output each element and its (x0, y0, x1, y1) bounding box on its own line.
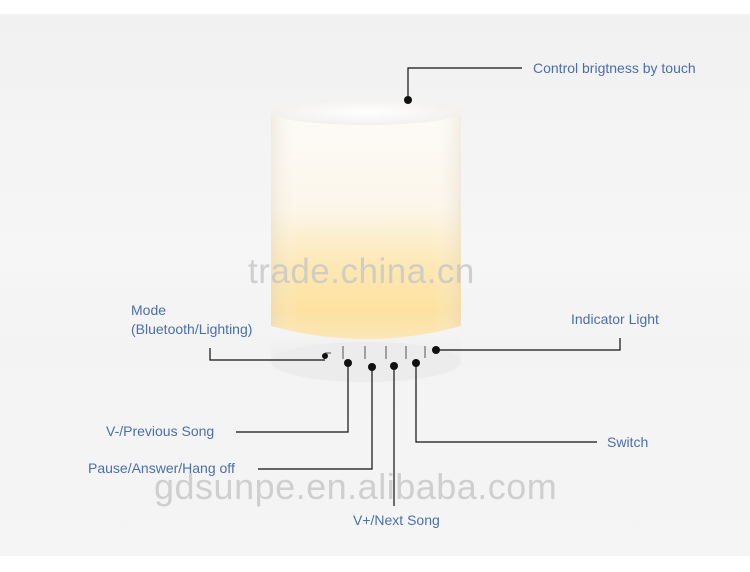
button-slits (325, 346, 426, 359)
leader-pause (258, 368, 373, 470)
lamp-body (271, 99, 461, 339)
label-touch: Control brigtness by touch (533, 60, 696, 76)
label-pause: Pause/Answer/Hang off (88, 460, 235, 476)
watermark-bottom: gdsunpe.en.alibaba.com (154, 466, 558, 507)
leader-switch (415, 364, 597, 443)
dot-volume-up (390, 362, 398, 370)
label-switch: Switch (607, 434, 649, 450)
dot-pause (368, 363, 376, 371)
leader-mode (209, 348, 325, 361)
dot-switch (412, 359, 420, 367)
leader-indicator (436, 338, 621, 351)
dot-mode (322, 353, 328, 359)
leader-dots (322, 96, 440, 371)
dot-indicator (432, 346, 440, 354)
leader-touch (407, 67, 522, 100)
label-volume-down: V-/Previous Song (106, 423, 215, 439)
dot-volume-down (344, 359, 352, 367)
label-volume-up: V+/Next Song (353, 512, 440, 528)
leader-lines (209, 67, 621, 506)
label-mode-line1: Mode (131, 302, 167, 318)
label-indicator: Indicator Light (571, 311, 659, 327)
leader-volume-down (236, 364, 349, 433)
label-mode-line2: (Bluetooth/Lighting) (131, 321, 253, 337)
watermark-center: trade.china.cn (248, 252, 475, 291)
dot-touch (404, 96, 412, 104)
